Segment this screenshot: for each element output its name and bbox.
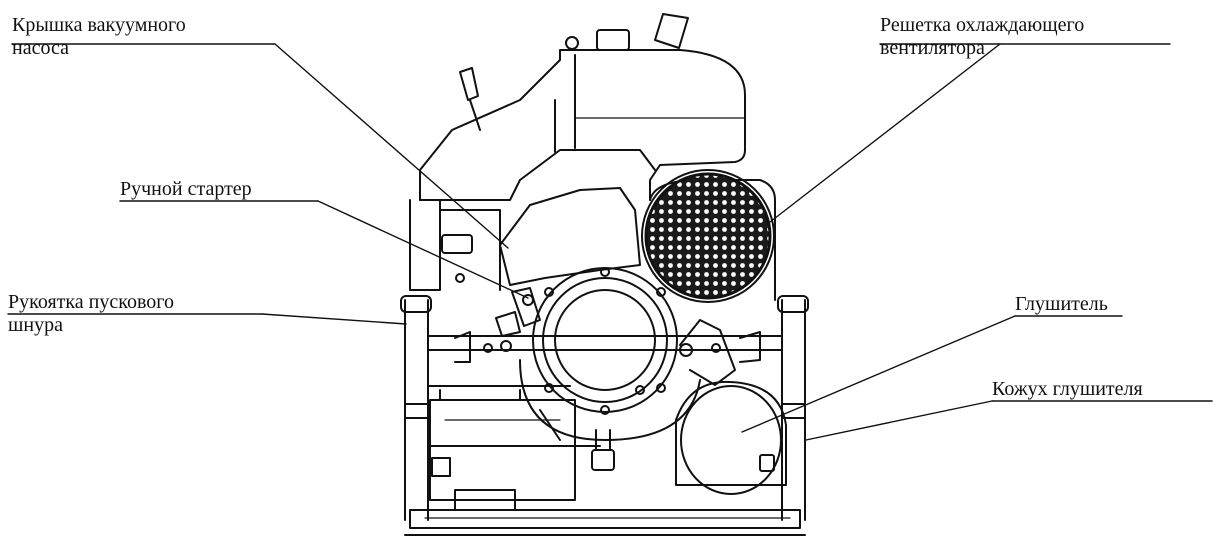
label-muffler-cover: Кожух глушителя: [992, 378, 1143, 401]
label-fan-grille: Решетка охлаждающего вентилятора: [880, 14, 1084, 60]
leader-muffler: [741, 315, 1016, 433]
leader-manual-starter: [317, 200, 529, 299]
label-starter-cord-handle: Рукоятка пускового шнура: [8, 291, 174, 337]
label-line: шнура: [8, 314, 63, 336]
muffler-body: [680, 385, 782, 495]
label-line: Рукоятка пускового: [8, 291, 174, 313]
muffler-cover-shape: [675, 380, 787, 486]
housing-left: [409, 199, 441, 291]
vacuum-pump-cover-shape: [499, 187, 641, 286]
label-line: Кожух глушителя: [992, 378, 1143, 400]
starter-cord-handle-shape: [511, 287, 541, 327]
frame-right-cap: [777, 295, 809, 313]
label-muffler: Глушитель: [1015, 293, 1108, 316]
lower-box: [429, 399, 576, 501]
base-frame: [409, 509, 801, 529]
frame-left-post: [404, 299, 429, 521]
leader-vacuum-pump-cover: [274, 43, 509, 249]
label-line: Ручной стартер: [120, 178, 252, 200]
lever: [459, 67, 479, 101]
leader-fan-grille: [769, 43, 1001, 223]
label-line: насоса: [12, 37, 69, 59]
label-manual-starter: Ручной стартер: [120, 178, 252, 201]
leader-starter-cord-handle: [261, 313, 407, 325]
frame-left-cap: [400, 295, 432, 313]
label-line: вентилятора: [880, 37, 985, 59]
leader-muffler-cover: [805, 400, 993, 441]
fan-grille-shape: [644, 172, 772, 300]
label-line: Крышка вакуумного: [12, 14, 186, 36]
fuel-cap: [596, 29, 630, 51]
label-line: Решетка охлаждающего: [880, 14, 1085, 36]
label-vacuum-pump-cover: Крышка вакуумного насоса: [12, 14, 186, 60]
exhaust-stack: [654, 13, 689, 49]
label-line: Глушитель: [1015, 293, 1108, 315]
